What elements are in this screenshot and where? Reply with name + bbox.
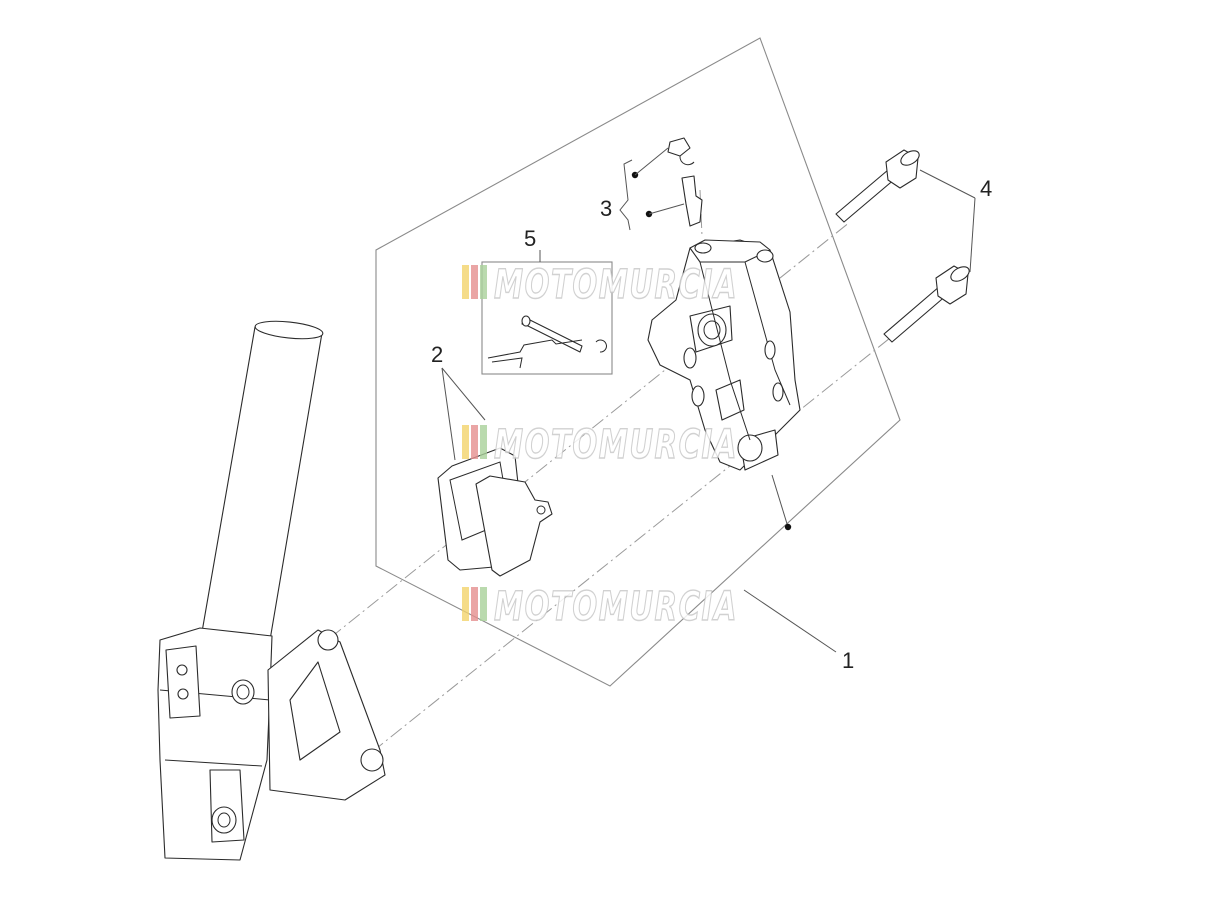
pad-pin-kit	[481, 261, 613, 375]
watermark-text-3: MOTOMURCIA	[494, 584, 738, 630]
callout-1: 1	[842, 648, 854, 673]
bullet-marker-1	[784, 523, 792, 531]
watermark-text-2: MOTOMURCIA	[494, 422, 738, 468]
pad-kit-box	[481, 261, 613, 375]
brake-pads	[437, 447, 553, 577]
watermark-1: MOTOMURCIA	[462, 261, 738, 309]
bleed-screw-set	[619, 137, 703, 231]
bracket-3	[619, 159, 633, 231]
callout-5: 5	[524, 226, 536, 251]
caliper-bolts	[835, 149, 970, 343]
alignment-line-bleed	[699, 189, 703, 237]
callout-2: 2	[431, 342, 443, 367]
alignment-line-lower	[371, 337, 891, 753]
fork-leg	[157, 320, 386, 861]
assembly-frame	[375, 37, 901, 687]
callout-3: 3	[600, 196, 612, 221]
brake-caliper-body	[647, 239, 801, 471]
callout-4: 4	[980, 176, 992, 201]
watermark-2: MOTOMURCIA	[462, 421, 738, 469]
watermark-text-1: MOTOMURCIA	[494, 262, 738, 308]
watermark-3: MOTOMURCIA	[462, 583, 738, 631]
